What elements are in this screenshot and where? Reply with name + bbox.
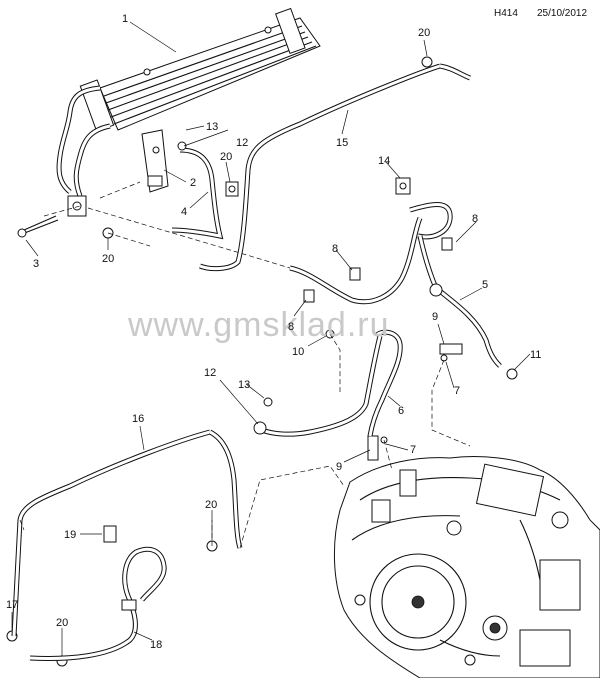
- diagram-date: 25/10/2012: [537, 8, 587, 19]
- fitting-5: [429, 283, 443, 297]
- bracket: [141, 129, 169, 193]
- callout-13b: 13: [206, 121, 218, 133]
- nut-11: [506, 368, 518, 380]
- callout-8a: 8: [472, 213, 478, 225]
- cooler-hose-6: [261, 329, 403, 437]
- clip-19: [103, 525, 117, 543]
- callout-2: 2: [190, 177, 196, 189]
- callout-7b: 7: [410, 444, 416, 456]
- callout-1: 1: [122, 13, 128, 25]
- connector-9-lower: [367, 435, 388, 461]
- cooler-line-16: [11, 429, 243, 637]
- fitting-12: [253, 421, 267, 435]
- bolt: [17, 215, 59, 238]
- callout-15: 15: [336, 137, 348, 149]
- callout-8c: 8: [332, 243, 338, 255]
- clamp-18: [121, 599, 137, 611]
- callout-20c: 20: [205, 499, 217, 511]
- callout-14: 14: [378, 155, 390, 167]
- cooler-line-18: [29, 546, 167, 661]
- transmission: [333, 456, 600, 678]
- callout-12a: 12: [204, 367, 216, 379]
- washer-top: [421, 56, 433, 68]
- cooler-pipe-4: [171, 147, 224, 240]
- oring-13-upper: [177, 141, 187, 151]
- callout-12b: 12: [236, 137, 248, 149]
- clip-14: [395, 177, 411, 195]
- corrugated-line: [289, 217, 502, 368]
- callout-10: 10: [292, 346, 304, 358]
- callout-3: 3: [33, 258, 39, 270]
- callout-18: 18: [150, 639, 162, 651]
- callout-6: 6: [398, 405, 404, 417]
- oring-13: [263, 397, 273, 407]
- oil-cooler: [79, 7, 321, 132]
- callout-16: 16: [132, 413, 144, 425]
- watermark: www.gmsklad.ru: [127, 306, 390, 344]
- callout-4: 4: [181, 206, 187, 218]
- cooler-line-15: [199, 63, 471, 272]
- callout-21: 20: [220, 151, 232, 163]
- callout-5: 5: [482, 279, 488, 291]
- callout-19: 19: [64, 529, 76, 541]
- clip-8b: [303, 289, 315, 303]
- callout-9a: 9: [432, 311, 438, 323]
- callout-17: 17: [6, 599, 18, 611]
- callout-20d: 20: [56, 617, 68, 629]
- clip-8a: [349, 267, 361, 281]
- leader-lines: [11, 21, 531, 656]
- callout-8b: 8: [288, 321, 294, 333]
- callout-labels: 1 2 3 4 5 6 7 7 8 8 8 9 9 10 11 12 12 13…: [6, 13, 541, 651]
- callout-9b: 9: [336, 461, 342, 473]
- callout-7a: 7: [454, 385, 460, 397]
- fitting-block: [67, 195, 87, 217]
- cooler-outlet-hoses: [56, 85, 111, 197]
- clip-8c: [441, 237, 453, 251]
- callout-11: 11: [530, 349, 541, 361]
- connector-9-upper: [439, 343, 463, 362]
- callout-20a: 20: [418, 27, 430, 39]
- callout-13a: 13: [238, 379, 250, 391]
- clamp-21: [225, 181, 239, 197]
- diagram-code: H414: [494, 8, 518, 19]
- callout-20b: 20: [102, 253, 114, 265]
